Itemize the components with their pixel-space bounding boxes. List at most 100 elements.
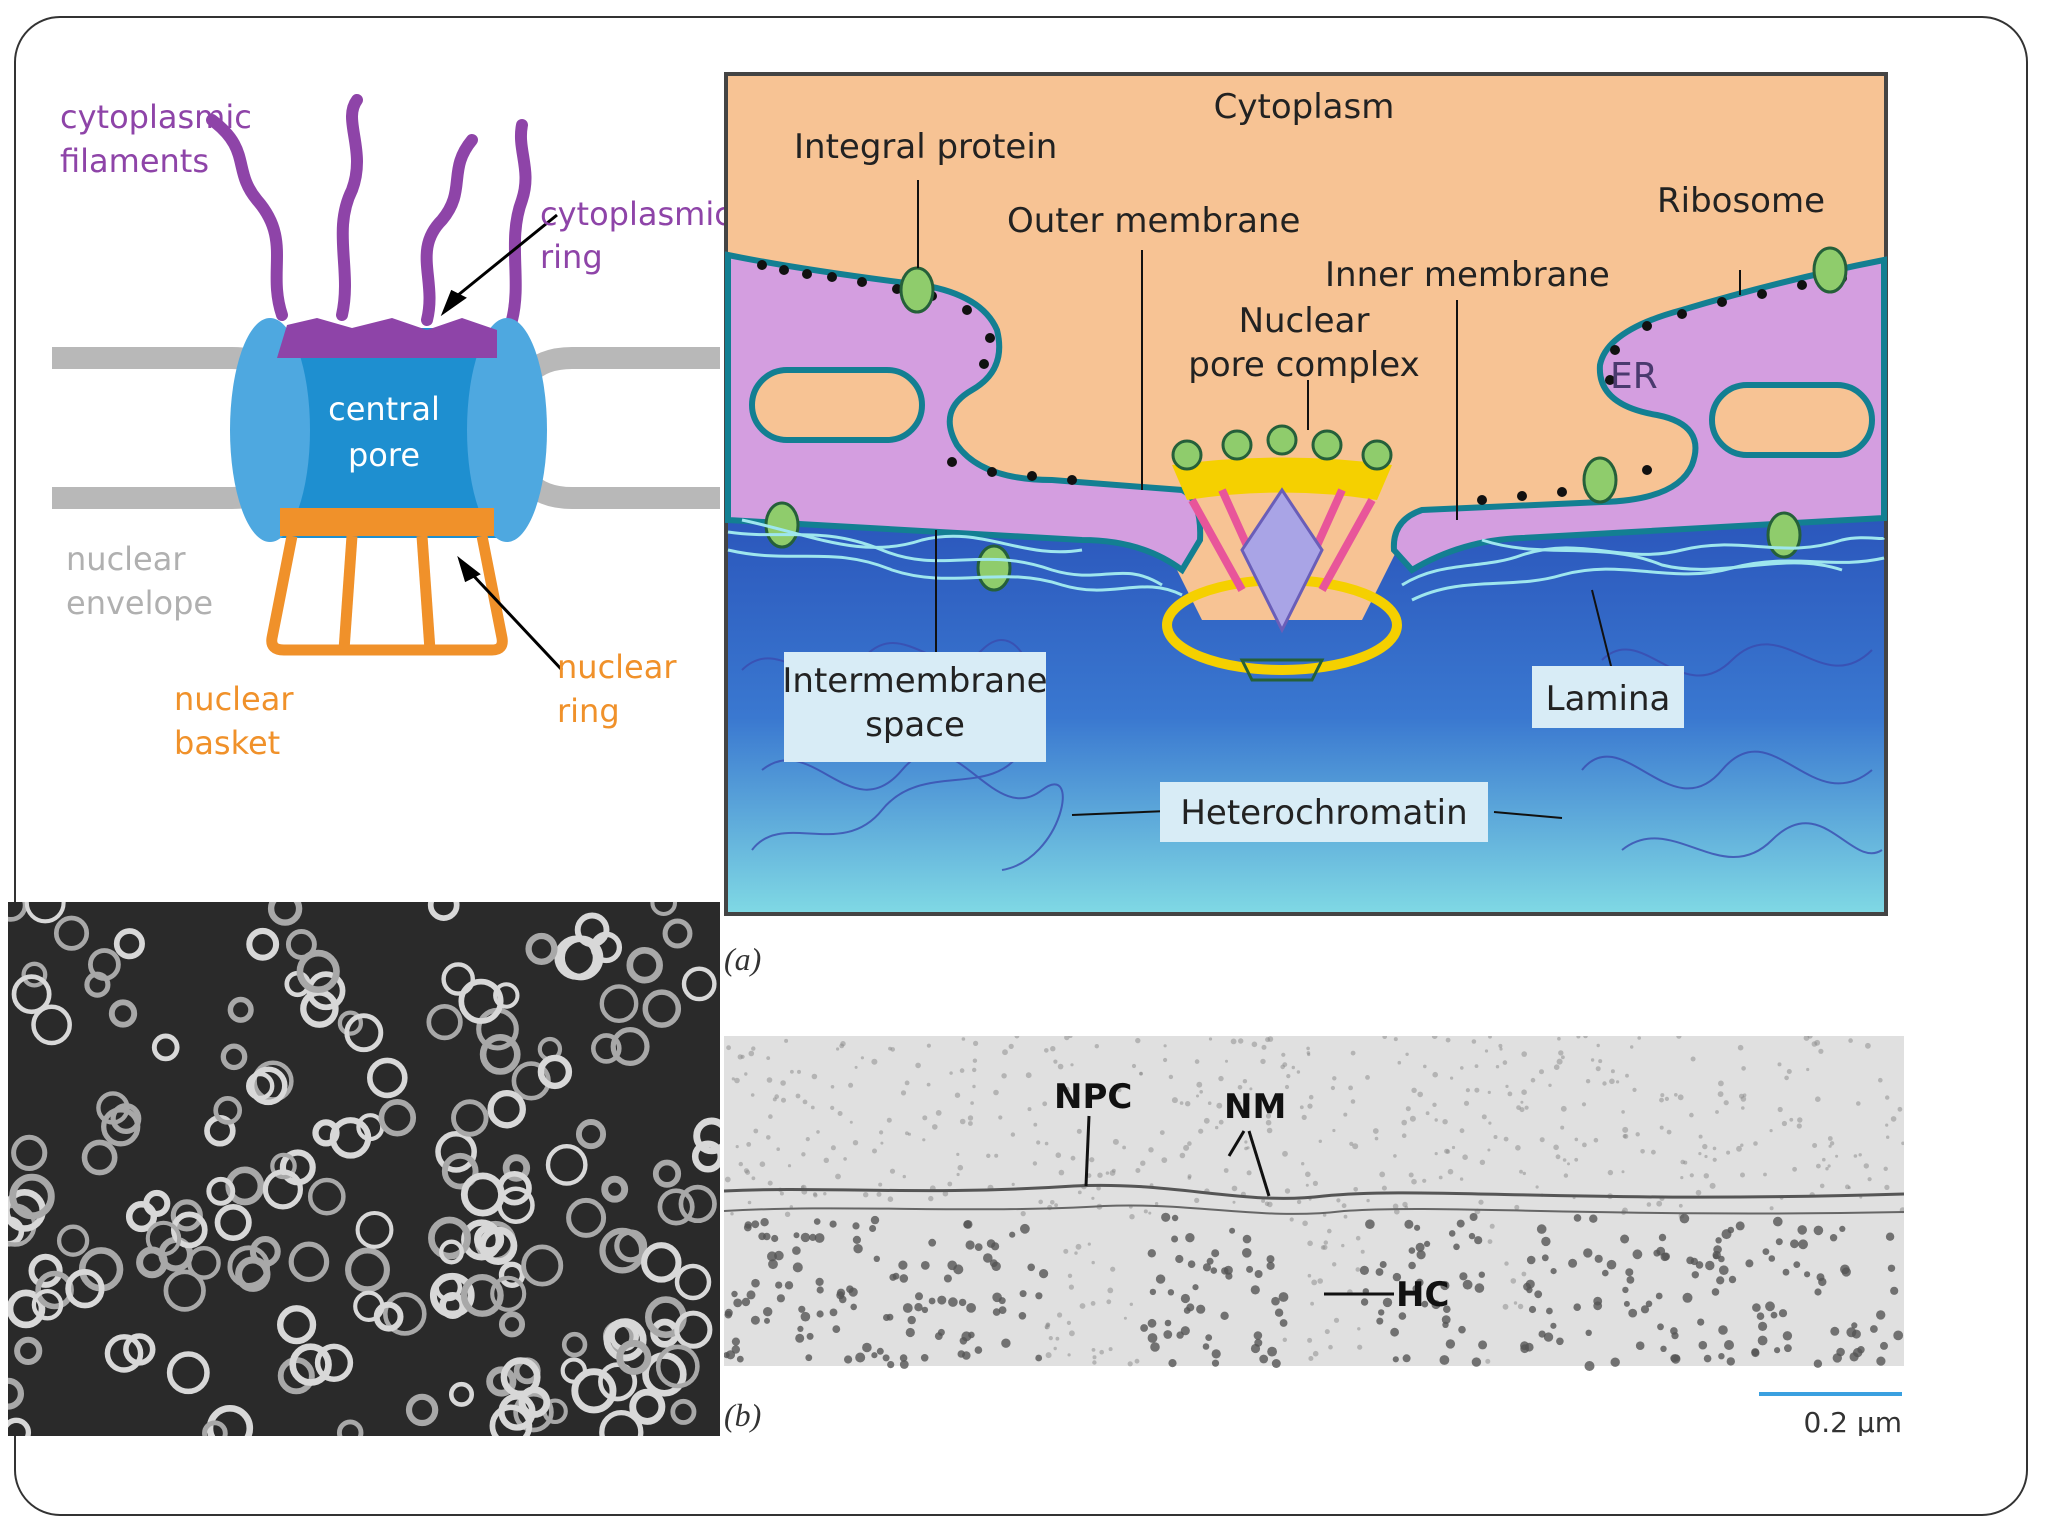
tem-speckle-dot (738, 1161, 743, 1167)
tem-speckle-dot (974, 1243, 983, 1251)
tem-speckle-dot (922, 1138, 926, 1142)
tem-speckle-dot (1857, 1346, 1865, 1354)
label-heterochromatin: Heterochromatin (1180, 793, 1467, 833)
tem-speckle-dot (1046, 1323, 1050, 1327)
tem-speckle-dot (1609, 1078, 1615, 1085)
tem-speckle (724, 1036, 1904, 1371)
tem-speckle-dot (1784, 1344, 1792, 1353)
tem-speckle-dot (1583, 1248, 1593, 1258)
nuclear-basket (266, 534, 508, 656)
label-er: ER (1610, 356, 1658, 397)
tem-speckle-dot (1390, 1327, 1399, 1337)
sem-pore-particle (610, 1026, 650, 1066)
tem-speckle-dot (1519, 1169, 1523, 1174)
tem-speckle-dot (1462, 1154, 1468, 1160)
tem-speckle-dot (1829, 1234, 1838, 1242)
tem-speckle-dot (1260, 1058, 1266, 1065)
tem-speckle-dot (1054, 1203, 1058, 1208)
tem-speckle-dot (1355, 1235, 1361, 1241)
tem-speckle-dot (1392, 1356, 1399, 1363)
sem-pore-particle (245, 1071, 275, 1101)
sem-pore-particle (206, 1405, 254, 1436)
sem-pore-particle (108, 999, 138, 1028)
tem-speckle-dot (1845, 1184, 1850, 1190)
tem-speckle-dot (1274, 1308, 1284, 1317)
tem-speckle-dot (1593, 1296, 1603, 1306)
tem-speckle-dot (959, 1068, 965, 1073)
tem-speckle-dot (1474, 1283, 1485, 1293)
tem-speckle-dot (1343, 1112, 1348, 1117)
tem-speckle-dot (829, 1308, 838, 1317)
tem-speckle-dot (1048, 1336, 1053, 1341)
tem-speckle-dot (1666, 1129, 1672, 1135)
tem-speckle-dot (1784, 1075, 1789, 1081)
sem-pore-particle (9, 1173, 55, 1220)
tem-speckle-dot (1010, 1132, 1016, 1137)
tem-speckle-dot (1478, 1271, 1485, 1278)
tem-speckle-dot (1818, 1048, 1824, 1054)
tem-speckle-dot (905, 1327, 915, 1338)
tem-speckle-dot (873, 1255, 880, 1262)
sem-pore-particle (434, 1273, 463, 1302)
tem-speckle-dot (1225, 1059, 1228, 1063)
tem-speckle-dot (1474, 1236, 1483, 1245)
tem-speckle-dot (993, 1089, 999, 1096)
tem-speckle-dot (1778, 1309, 1788, 1318)
sem-pore-particle (652, 1159, 682, 1188)
sem-pore-particle (574, 912, 610, 948)
tem-speckle-dot (1411, 1178, 1417, 1185)
caption-a: (a) (724, 941, 761, 977)
tem-speckle-dot (1573, 1303, 1581, 1311)
tem-speckle-dot (887, 1361, 895, 1369)
tem-speckle-dot (1502, 1303, 1509, 1310)
tem-speckle-dot (1070, 1063, 1074, 1067)
tem-speckle-dot (958, 1298, 967, 1307)
tem-speckle-dot (830, 1145, 836, 1151)
tem-speckle-dot (1890, 1286, 1899, 1295)
tem-speckle-dot (1249, 1087, 1253, 1091)
tem-speckle-dot (1574, 1137, 1579, 1142)
tem-speckle-dot (1050, 1046, 1056, 1052)
tem-speckle-dot (724, 1176, 731, 1183)
label-hc-tem: HC (1396, 1275, 1449, 1315)
tem-speckle-dot (954, 1092, 961, 1098)
sem-pore-particle (288, 1241, 330, 1283)
tem-speckle-dot (1670, 1354, 1681, 1364)
tem-speckle-dot (1366, 1198, 1370, 1203)
tem-speckle-dot (1206, 1257, 1214, 1265)
tem-speckle-dot (736, 1355, 744, 1363)
tem-speckle-dot (1365, 1075, 1370, 1080)
tem-speckle-dot (1164, 1319, 1172, 1327)
tem-speckle-dot (1621, 1170, 1625, 1174)
tem-speckle-dot (1323, 1240, 1328, 1245)
tem-speckle-dot (1827, 1136, 1833, 1141)
tem-speckle-dot (1635, 1341, 1645, 1350)
tem-speckle-dot (998, 1306, 1007, 1314)
tem-speckle-dot (1539, 1069, 1544, 1075)
tem-speckle-dot (1443, 1305, 1451, 1313)
tem-speckle-dot (928, 1297, 936, 1305)
tem-speckle-dot (1218, 1119, 1224, 1125)
tem-speckle-dot (759, 1161, 766, 1167)
sem-pore-particle (113, 928, 145, 960)
tem-speckle-dot (1521, 1089, 1527, 1095)
tem-speckle-dot (1777, 1106, 1783, 1113)
tem-speckle-dot (1856, 1101, 1861, 1106)
tem-speckle-dot (1519, 1107, 1525, 1113)
sem-pore-particle (35, 1270, 74, 1310)
tem-speckle-dot (792, 1262, 803, 1273)
tem-speckle-dot (862, 1342, 872, 1353)
tem-speckle-dot (949, 1071, 953, 1075)
tem-speckle-dot (1626, 1276, 1635, 1284)
tem-speckle-dot (1063, 1086, 1070, 1093)
tem-speckle-dot (1320, 1245, 1326, 1250)
tem-speckle-dot (1885, 1123, 1889, 1127)
sem-pore-particle (566, 1197, 607, 1238)
tem-speckle-dot (1161, 1157, 1168, 1163)
tem-speckle-dot (937, 1295, 947, 1305)
caption-b: (b) (724, 1397, 761, 1433)
tem-speckle-dot (1867, 1177, 1872, 1182)
tem-speckle-dot (1246, 1170, 1252, 1176)
tem-speckle-dot (1594, 1254, 1603, 1263)
tem-speckle-dot (915, 1062, 921, 1069)
